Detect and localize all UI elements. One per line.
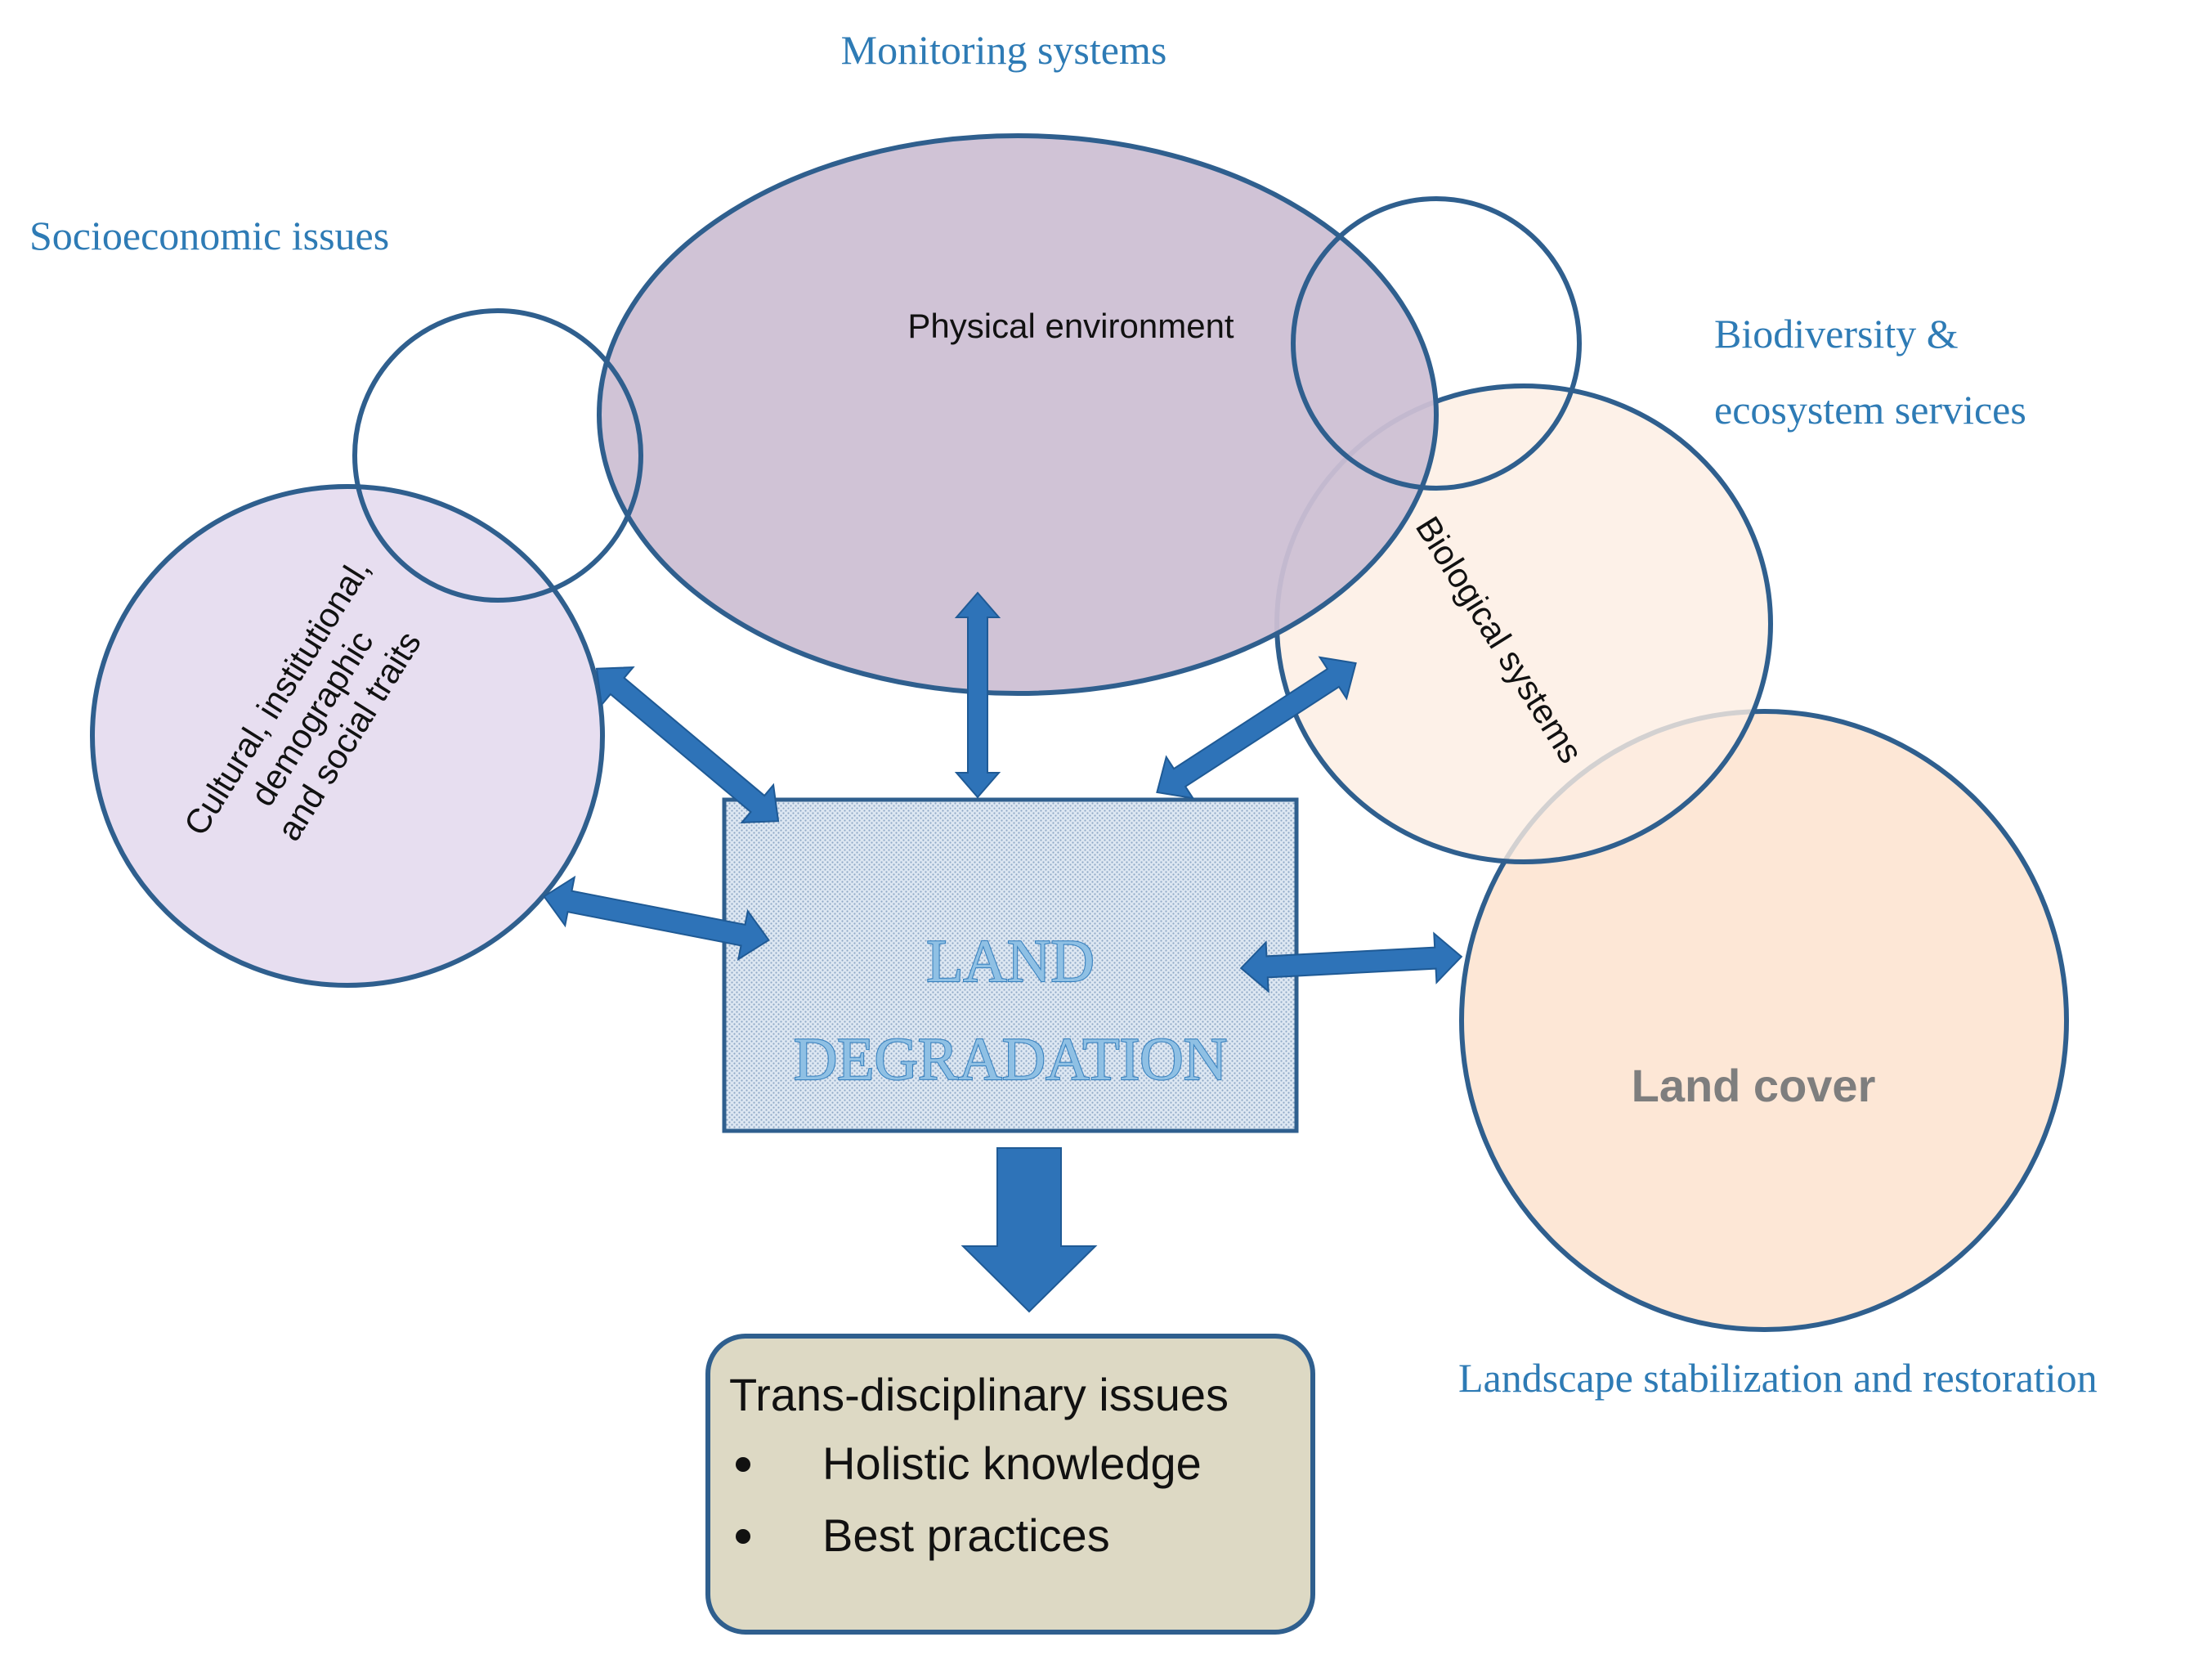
cultural-traits-circle: [90, 484, 605, 988]
monitoring-circle: [1291, 196, 1582, 491]
socioeconomic-issues-label: Socioeconomic issues: [29, 213, 389, 258]
arrow-landcover-to-degradation: [1239, 931, 1463, 993]
physical-environment-ellipse: [597, 133, 1439, 696]
bullet-best-practices: Best practices: [822, 1509, 1110, 1561]
arrow-biological-to-degradation: [1156, 656, 1357, 800]
land-degradation-line-1: LAND: [926, 928, 1095, 995]
biodiversity-label-line1: Biodiversity &: [1714, 311, 1959, 357]
bullet-dot-1: [736, 1457, 750, 1472]
land-cover-circle: [1459, 709, 2069, 1332]
land-cover-label: Land cover: [1632, 1060, 1876, 1111]
down-arrow-to-outcome: [960, 1147, 1098, 1313]
arrow-physical-to-degradation: [954, 591, 1001, 799]
bullet-dot-2: [736, 1529, 750, 1544]
trans-disciplinary-box: [705, 1334, 1315, 1635]
arrow-cultural-to-degradation: [595, 666, 780, 824]
land-degradation-line-2: DEGRADATION: [794, 1026, 1227, 1093]
bullet-holistic-knowledge: Holistic knowledge: [822, 1437, 1202, 1489]
physical-environment-label: Physical environment: [907, 307, 1234, 345]
arrow-cultural-lower-to-degradation: [543, 875, 770, 962]
trans-disciplinary-title: Trans-disciplinary issues: [729, 1369, 1229, 1420]
landscape-restoration-label: Landscape stabilization and restoration: [1458, 1355, 2098, 1401]
socioeconomic-circle: [352, 308, 643, 603]
land-degradation-box: [722, 797, 1299, 1133]
biodiversity-label-line2: ecosystem services: [1714, 387, 2026, 433]
monitoring-systems-label: Monitoring systems: [841, 27, 1167, 73]
